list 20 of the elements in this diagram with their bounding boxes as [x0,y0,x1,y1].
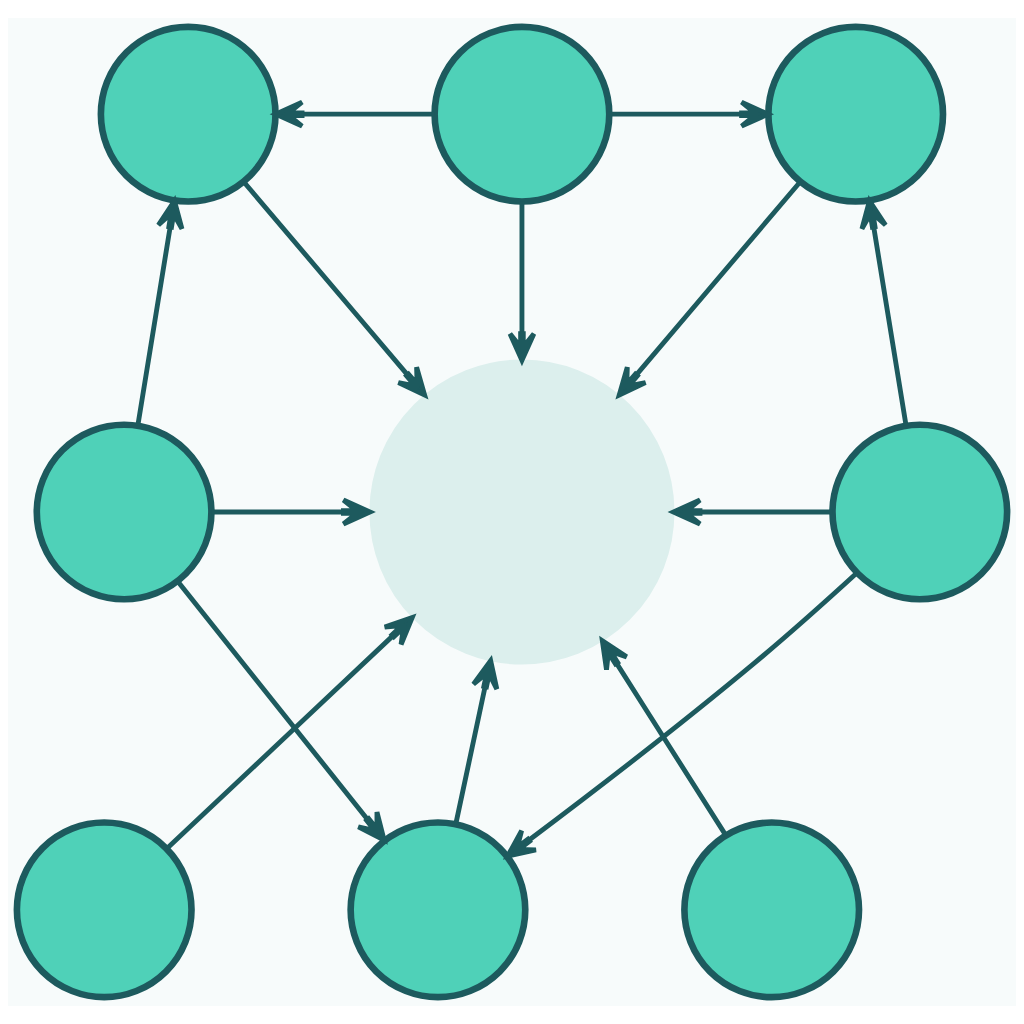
node-person [431,23,613,205]
arrow [211,497,373,527]
arrow [453,658,500,825]
arrow [135,198,185,426]
node-person [765,23,947,205]
arrow [616,180,802,398]
arrow [165,615,415,851]
arrow [242,180,428,398]
node-person [829,421,1011,603]
node-person [681,819,863,1001]
node-person [13,819,195,1001]
node-person [97,23,279,205]
arrow [609,99,771,129]
arrow [859,198,909,426]
arrow [599,638,728,837]
node-person [33,421,215,603]
arrow [505,570,859,859]
node-circle [369,359,675,665]
node-person [347,819,529,1001]
arrow [176,580,387,843]
